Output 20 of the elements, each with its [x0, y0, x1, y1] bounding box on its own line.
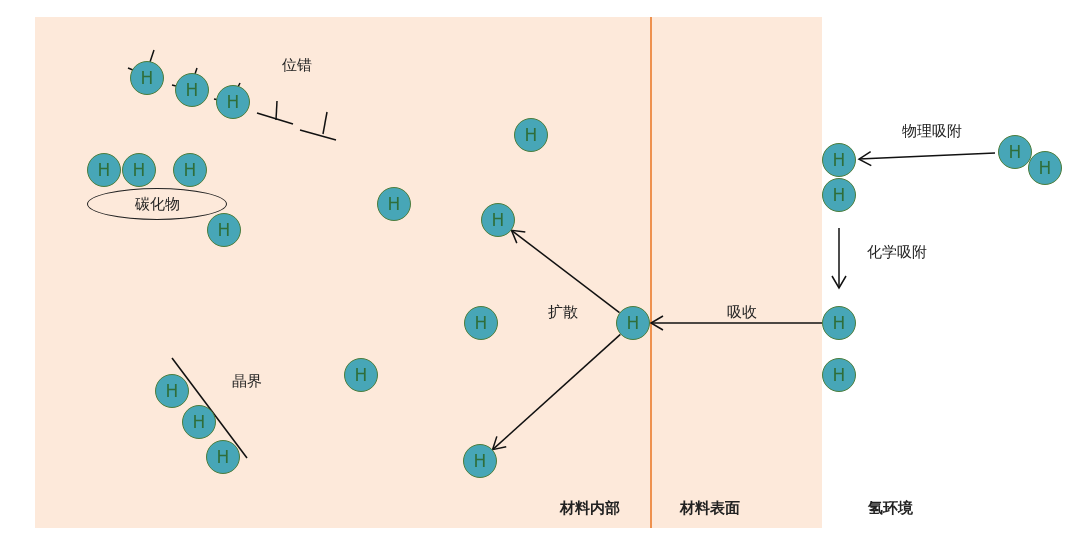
edge-label: 物理吸附 — [900, 121, 964, 141]
feature-label: 扩散 — [548, 302, 578, 322]
hydrogen-atom: H — [1028, 151, 1062, 185]
arrow — [831, 227, 847, 289]
region-label: 氢环境 — [867, 498, 913, 518]
region-label: 材料表面 — [680, 498, 740, 518]
hydrogen-atom: H — [998, 135, 1032, 169]
region-label: 材料内部 — [560, 498, 620, 518]
feature-label: 位错 — [282, 55, 312, 75]
arrow — [858, 150, 996, 167]
hydrogen-atom: H — [822, 306, 856, 340]
arrow — [491, 333, 622, 451]
feature-label: 晶界 — [232, 371, 262, 391]
edge-label: 化学吸附 — [865, 242, 929, 262]
hydrogen-atom: H — [822, 358, 856, 392]
hydrogen-atom: H — [822, 178, 856, 212]
edge-label: 吸收 — [725, 302, 759, 322]
arrow — [510, 229, 621, 314]
arrow — [650, 315, 823, 331]
hydrogen-atom: H — [822, 143, 856, 177]
